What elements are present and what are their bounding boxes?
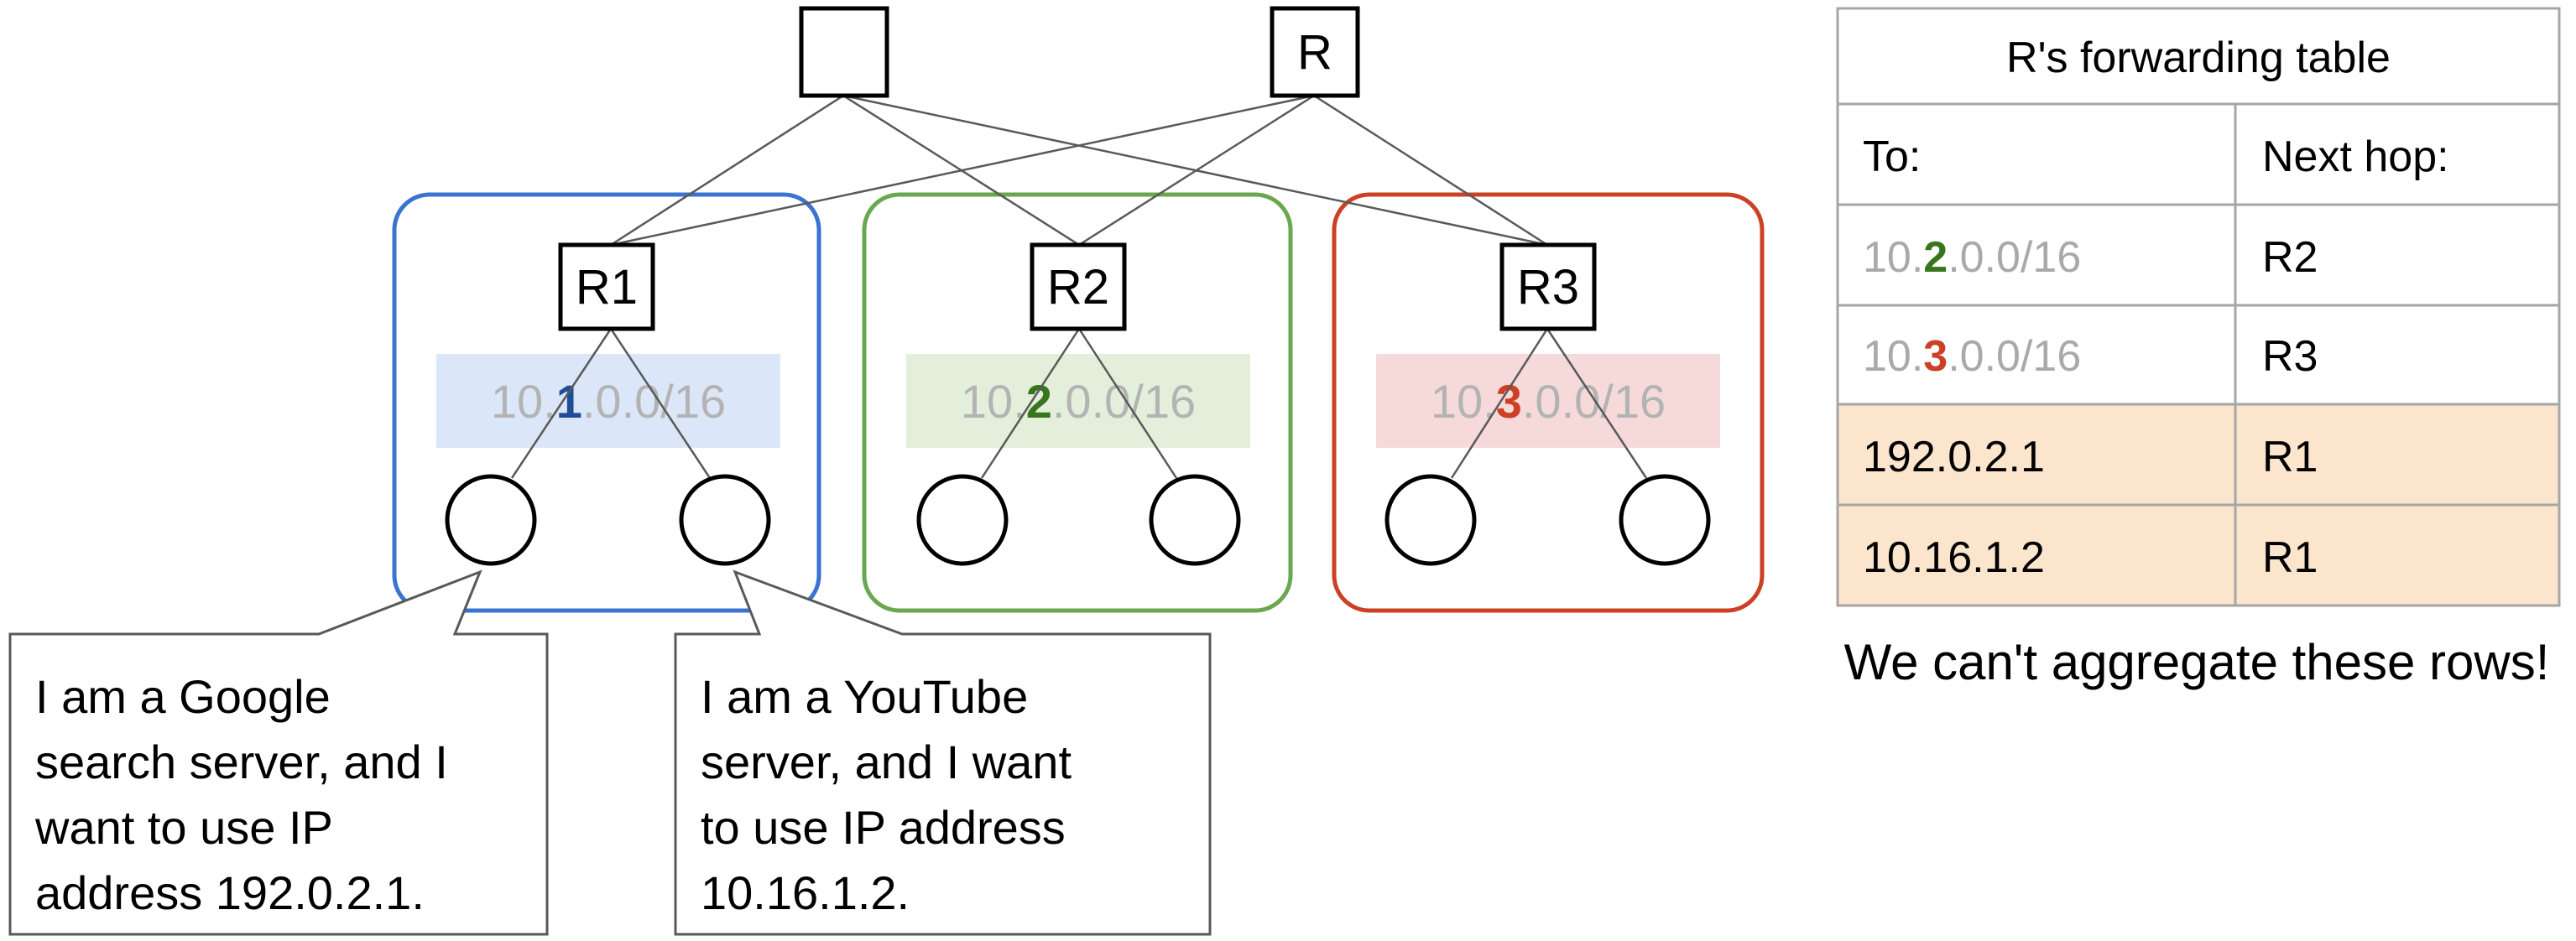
prefix-digit-r2: 2 bbox=[1026, 375, 1052, 428]
table-header-next-hop: Next hop: bbox=[2262, 133, 2449, 181]
top-router-r-label: R bbox=[1297, 25, 1332, 80]
table-row-highlight-1 bbox=[1838, 404, 2559, 505]
host-r2-right bbox=[1149, 474, 1241, 566]
forwarding-table: R's forwarding table To: Next hop: 10.2.… bbox=[1836, 7, 2561, 607]
prefix-label-r2: 10.2.0.0/16 bbox=[961, 375, 1196, 428]
group-box-r2 bbox=[862, 192, 1293, 613]
callout-google-text: I am a Google search server, and I want … bbox=[34, 670, 461, 919]
host-r1-left bbox=[445, 474, 537, 566]
router-r1 bbox=[558, 242, 655, 331]
host-r3-right bbox=[1619, 474, 1711, 566]
prefix-digit-r1: 1 bbox=[556, 375, 582, 428]
router-r3 bbox=[1499, 242, 1597, 331]
group-box-r3 bbox=[1332, 192, 1765, 613]
table-row-4-next: R1 bbox=[2262, 533, 2318, 582]
router-r1-label: R1 bbox=[576, 260, 638, 315]
top-links bbox=[610, 94, 1548, 247]
table-row-highlight-2 bbox=[1838, 505, 2559, 606]
table-row-1-next: R2 bbox=[2262, 233, 2318, 282]
host-r2-left bbox=[916, 474, 1009, 566]
prefix-band-r3 bbox=[1376, 354, 1720, 448]
host-links bbox=[510, 328, 1648, 479]
callout-youtube-text: I am a YouTube server, and I want to use… bbox=[701, 670, 1085, 919]
group-box-r1 bbox=[392, 192, 821, 613]
table-row-3-to: 192.0.2.1 bbox=[1863, 433, 2045, 481]
prefix-label-r3: 10.3.0.0/16 bbox=[1431, 375, 1666, 428]
callout-google bbox=[8, 569, 549, 936]
host-r1-right bbox=[679, 474, 771, 566]
top-router-unlabeled bbox=[799, 6, 889, 98]
table-row-2-to: 10.3.0.0/16 bbox=[1863, 332, 2081, 381]
router-r3-label: R3 bbox=[1517, 260, 1579, 315]
table-row-2-next: R3 bbox=[2262, 332, 2318, 381]
router-r2-label: R2 bbox=[1047, 260, 1109, 315]
table-header-to: To: bbox=[1863, 133, 1921, 181]
table-row-1-to: 10.2.0.0/16 bbox=[1863, 233, 2081, 282]
prefix-band-r2 bbox=[906, 354, 1250, 448]
host-r3-left bbox=[1384, 474, 1477, 566]
table-row-4-to: 10.16.1.2 bbox=[1863, 533, 2045, 582]
table-title: R's forwarding table bbox=[2006, 34, 2391, 82]
router-r2 bbox=[1030, 242, 1127, 331]
prefix-label-r1: 10.1.0.0/16 bbox=[491, 375, 726, 428]
table-row-3-next: R1 bbox=[2262, 433, 2318, 481]
callout-youtube bbox=[674, 569, 1212, 936]
aggregation-note: We can't aggregate these rows! bbox=[1844, 634, 2550, 690]
prefix-band-r1 bbox=[436, 354, 780, 448]
top-router-r bbox=[1270, 6, 1360, 98]
